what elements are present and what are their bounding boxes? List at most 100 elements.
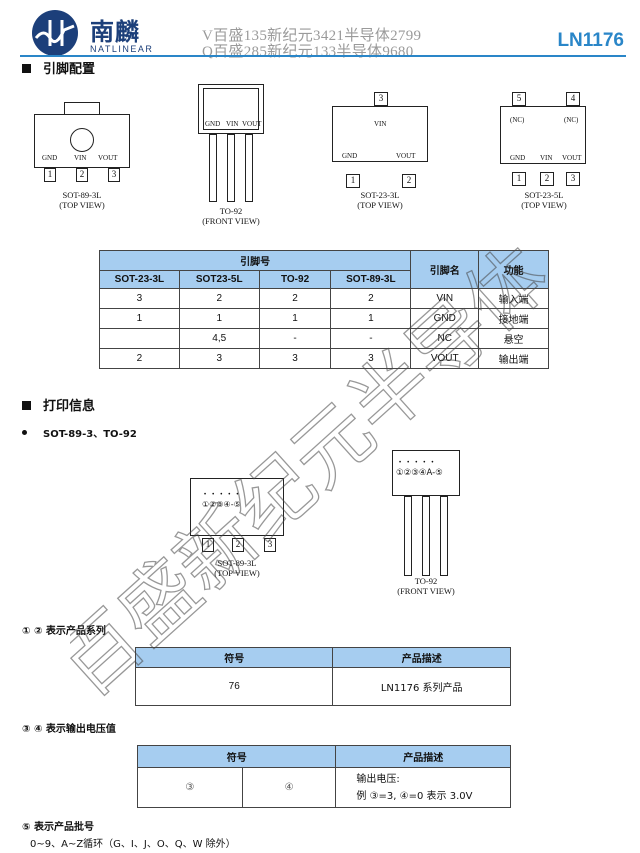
bullet-icon [22, 430, 27, 435]
pin-label: VOUT [396, 152, 416, 160]
sot89-marking-body [190, 478, 284, 536]
sot89-marking-drawing: ••••• ①②③④-⑤ 1 2 3 SOT-89-3L (TOP VIEW) [190, 478, 290, 588]
package-caption: TO-92 [219, 206, 243, 216]
section-title-pinout: 引脚配置 [22, 58, 95, 77]
table-cell: 2 [330, 288, 412, 309]
pin-number: 1 [346, 174, 360, 188]
symbol-header: 符号 [134, 647, 334, 668]
batch-title: ⑤ 表示产品批号 [22, 822, 94, 833]
to92-lead [440, 496, 448, 576]
header-divider [20, 55, 626, 57]
function-cell: 输入端 [478, 288, 549, 309]
symbol-cell: ③ [137, 767, 243, 808]
batch-description: 0~9、A~Z循环（G、I、J、O、Q、W 除外） [30, 839, 236, 850]
package-view-caption: (FRONT VIEW) [202, 216, 260, 226]
symbol-cell: ④ [241, 767, 337, 808]
pin-number: 2 [76, 168, 88, 182]
to92-inner-outline [203, 88, 259, 130]
section-title-marking: 打印信息 [22, 395, 95, 414]
pin-number-group-header: 引脚号 [98, 250, 412, 271]
to92-package-drawing: GND VIN VOUT TO-92 (FRONT VIEW) [198, 84, 268, 226]
function-header: 功能 [478, 250, 549, 289]
marking-dots: ••••• [204, 492, 245, 498]
package-caption: SOT-23-5L [524, 190, 564, 200]
column-header: SOT-89-3L [330, 270, 412, 289]
section-bullet-icon [22, 64, 31, 73]
to92-lead [404, 496, 412, 576]
pin-name-cell: NC [410, 328, 480, 349]
table-cell: 1 [99, 308, 180, 329]
table-row: 4,5 - - NC 悬空 [99, 328, 549, 349]
table-cell: 3 [178, 348, 260, 369]
table-cell: 3 [258, 348, 332, 369]
table-row: 3 2 2 2 VIN 输入端 [99, 288, 549, 309]
table-cell: 4,5 [178, 328, 260, 349]
pin-table: 引脚号 引脚名 功能 SOT-23-3L SOT23-5L TO-92 SOT-… [98, 250, 549, 369]
symbol-cell: 76 [134, 667, 334, 706]
pin-name-cell: VIN [410, 288, 480, 309]
description-line: 例 ③=3, ④=0 表示 3.0V [356, 790, 473, 802]
sot23-5l-body [500, 106, 586, 164]
pin-number: 3 [108, 168, 120, 182]
logo-chinese-name: 南麟 [90, 18, 140, 46]
pin-label: GND [205, 120, 221, 128]
pin-number: 5 [512, 92, 526, 106]
pin-label: VIN [540, 154, 553, 162]
series-table: 符号 产品描述 76 LN1176 系列产品 [134, 647, 511, 706]
pin-number: 2 [232, 538, 244, 552]
logo-english-name: NATLINEAR [90, 44, 154, 54]
pin-label: VIN [74, 154, 87, 162]
contact-watermark-1: V百盛135新纪元3421半导体2799 [202, 28, 422, 44]
table-cell [99, 328, 180, 349]
to92-marking-code: ①②③④A-⑤ [396, 468, 443, 478]
package-caption: SOT-89-3L [62, 190, 102, 200]
to92-lead [422, 496, 430, 576]
to92-lead [245, 134, 253, 202]
pin-number: 3 [264, 538, 276, 552]
pin-label: VIN [374, 120, 387, 128]
table-cell: - [330, 328, 412, 349]
package-view-caption: (TOP VIEW) [214, 568, 260, 578]
symbol-header: 符号 [136, 745, 337, 768]
table-cell: 1 [330, 308, 412, 329]
sot23-5l-package-drawing: 5 4 (NC) (NC) GND VIN VOUT 1 2 3 SOT-23-… [500, 92, 600, 214]
package-caption: TO-92 [414, 576, 438, 586]
package-view-caption: (FRONT VIEW) [397, 586, 455, 596]
to92-marking-body [392, 450, 460, 496]
to92-body [198, 84, 264, 134]
table-cell: 3 [330, 348, 412, 369]
sot23-3l-package-drawing: 3 VIN GND VOUT 1 2 SOT-23-3L (TOP VIEW) [332, 92, 432, 214]
pin-number: 1 [512, 172, 526, 186]
pin-label: VOUT [98, 154, 118, 162]
table-cell: 3 [99, 288, 180, 309]
package-view-caption: (TOP VIEW) [59, 200, 105, 210]
pin-label: (NC) [510, 116, 525, 124]
description-header: 产品描述 [335, 745, 511, 768]
description-line: 输出电压: [356, 773, 400, 785]
table-row: 2 3 3 3 VOUT 输出端 [99, 348, 549, 369]
package-caption: SOT-23-3L [360, 190, 400, 200]
pin-number: 1 [202, 538, 214, 552]
description-cell: LN1176 系列产品 [332, 667, 511, 706]
pin-number: 2 [402, 174, 416, 188]
series-title: ① ② 表示产品系列 [22, 626, 106, 637]
voltage-table: 符号 产品描述 ③ ④ 输出电压: 例 ③=3, ④=0 表示 3.0V [136, 745, 511, 808]
table-cell: 1 [178, 308, 260, 329]
logo-mark-icon [32, 10, 78, 56]
column-header: SOT23-5L [178, 270, 260, 289]
pin-number: 4 [566, 92, 580, 106]
sot89-package-drawing: GND VIN VOUT 1 2 3 SOT-89-3L (TOP VIEW) [34, 98, 134, 210]
pin-label: GND [342, 152, 358, 160]
sot23-3l-body [332, 106, 428, 162]
table-cell: 2 [178, 288, 260, 309]
table-cell: 2 [258, 288, 332, 309]
sot89-tab [64, 102, 100, 114]
table-cell: 2 [99, 348, 180, 369]
description-header: 产品描述 [332, 647, 511, 668]
pin-label: GND [42, 154, 58, 162]
marking-dots: ••••• [399, 460, 440, 466]
package-view-caption: (TOP VIEW) [357, 200, 403, 210]
marking-package-list: SOT-89-3、TO-92 [22, 425, 137, 440]
voltage-title: ③ ④ 表示输出电压值 [22, 724, 116, 735]
contact-watermark-2: Q百盛285新纪元133半导体9680 [202, 44, 414, 60]
